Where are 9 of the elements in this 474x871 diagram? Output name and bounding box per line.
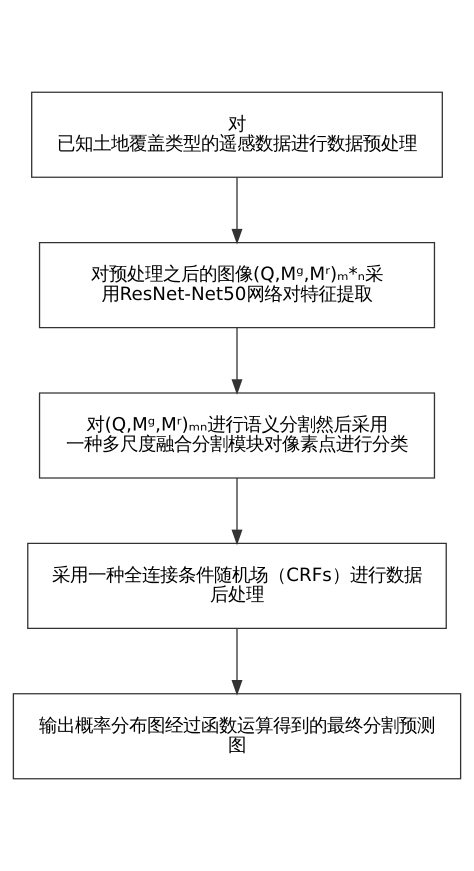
node-box: 对 已知土地覆盖类型的遥感数据进行数据预处理 [31,92,443,178]
node-box: 对(Q,Mᵍ,Mʳ)ₘₙ进行语义分割然后采用一种多尺度融合分割模块对像素点进行分类 [38,392,436,479]
node-box: 输出概率分布图经过函数运算得到的最终分割预测图 [12,693,462,780]
arrow [232,328,242,395]
arrow [232,628,242,696]
arrow [232,478,242,546]
arrow [232,178,242,245]
node-box: 对预处理之后的图像(Q,Mᵍ,Mʳ)ₘ*ₙ采用ResNet-Net50网络对特征提取 [38,242,436,328]
node-box: 采用一种全连接条件随机场（CRFs）进行数据后处理 [27,542,447,630]
